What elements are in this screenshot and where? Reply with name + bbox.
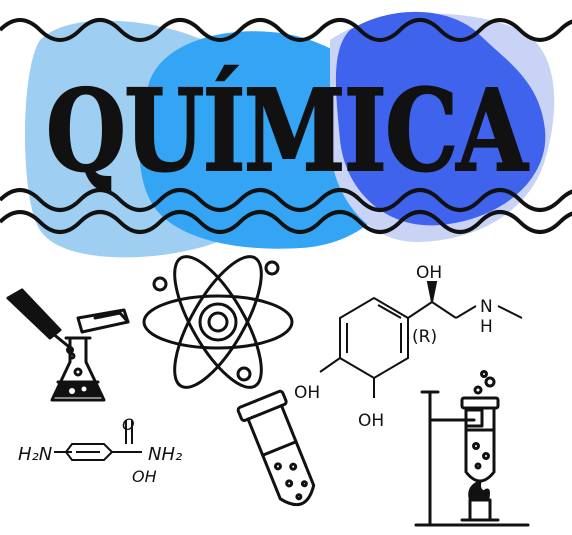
test-tube-icon xyxy=(236,389,316,507)
blob-blue xyxy=(335,11,546,226)
formula-h2n: H₂N xyxy=(18,444,52,465)
flask-icon xyxy=(50,308,130,402)
molecule-structure xyxy=(319,281,523,398)
burner-stand-icon xyxy=(414,370,530,527)
wave-bottom-1 xyxy=(0,188,572,212)
page-title: QUÍMICA xyxy=(46,65,529,197)
dropper-icon xyxy=(6,288,74,354)
formula-o: O xyxy=(122,415,135,434)
molecule-oh-left: OH xyxy=(294,383,320,403)
molecule-h-label: H xyxy=(480,317,493,337)
wave-bottom-2 xyxy=(0,210,572,234)
molecule-oh-top: OH xyxy=(416,263,442,283)
formula-oh: OH xyxy=(132,467,157,486)
molecule-n-label: N xyxy=(480,297,493,317)
title-banner: QUÍMICA xyxy=(0,11,572,258)
molecule-chiral-label: (R) xyxy=(412,327,437,347)
wave-top xyxy=(0,18,572,42)
formula-nh2: NH₂ xyxy=(148,444,182,465)
atom-icon xyxy=(142,255,294,389)
molecule-oh-bottom: OH xyxy=(358,411,384,431)
handwritten-formula xyxy=(54,420,142,461)
